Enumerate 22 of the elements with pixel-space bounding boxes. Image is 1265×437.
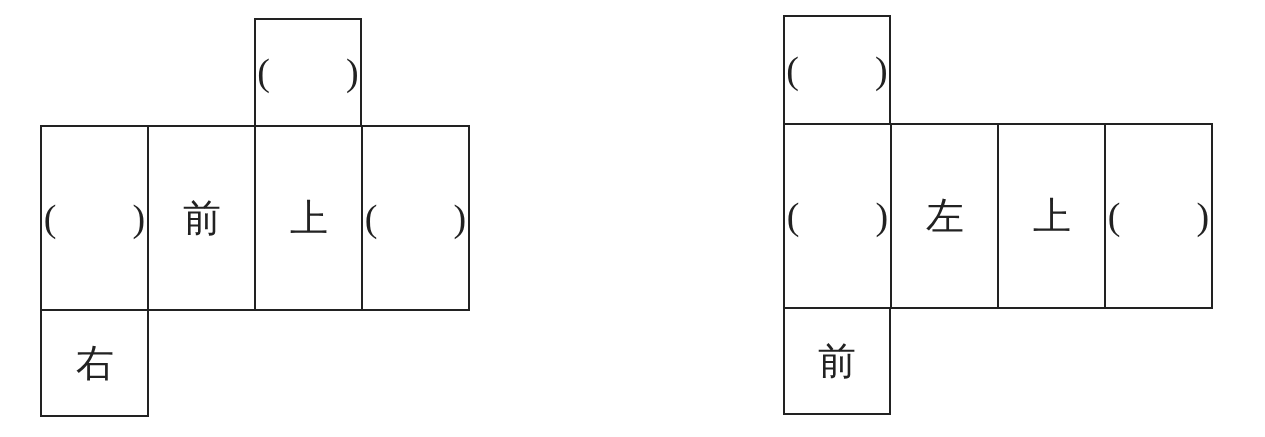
face-label: ( ) <box>43 195 146 241</box>
net-face <box>783 15 891 125</box>
face-label: 前 <box>818 338 856 384</box>
net-face <box>890 123 999 309</box>
net-face <box>783 307 891 415</box>
face-label: ( ) <box>257 50 359 95</box>
face-label: 上 <box>1032 193 1071 239</box>
face-label: 左 <box>925 193 964 239</box>
net-face <box>254 18 362 127</box>
net-face <box>361 125 470 311</box>
face-label: ( ) <box>364 195 467 241</box>
face-label: 右 <box>75 340 114 386</box>
face-label: ( ) <box>786 47 888 93</box>
face-label: 上 <box>289 195 328 241</box>
face-label: 前 <box>182 195 221 241</box>
net-face <box>997 123 1106 309</box>
face-label: ( ) <box>786 193 889 239</box>
face-label: ( ) <box>1107 193 1210 239</box>
net-face <box>1104 123 1213 309</box>
net-face <box>40 309 149 417</box>
net-face <box>40 125 149 311</box>
net-face <box>147 125 256 311</box>
